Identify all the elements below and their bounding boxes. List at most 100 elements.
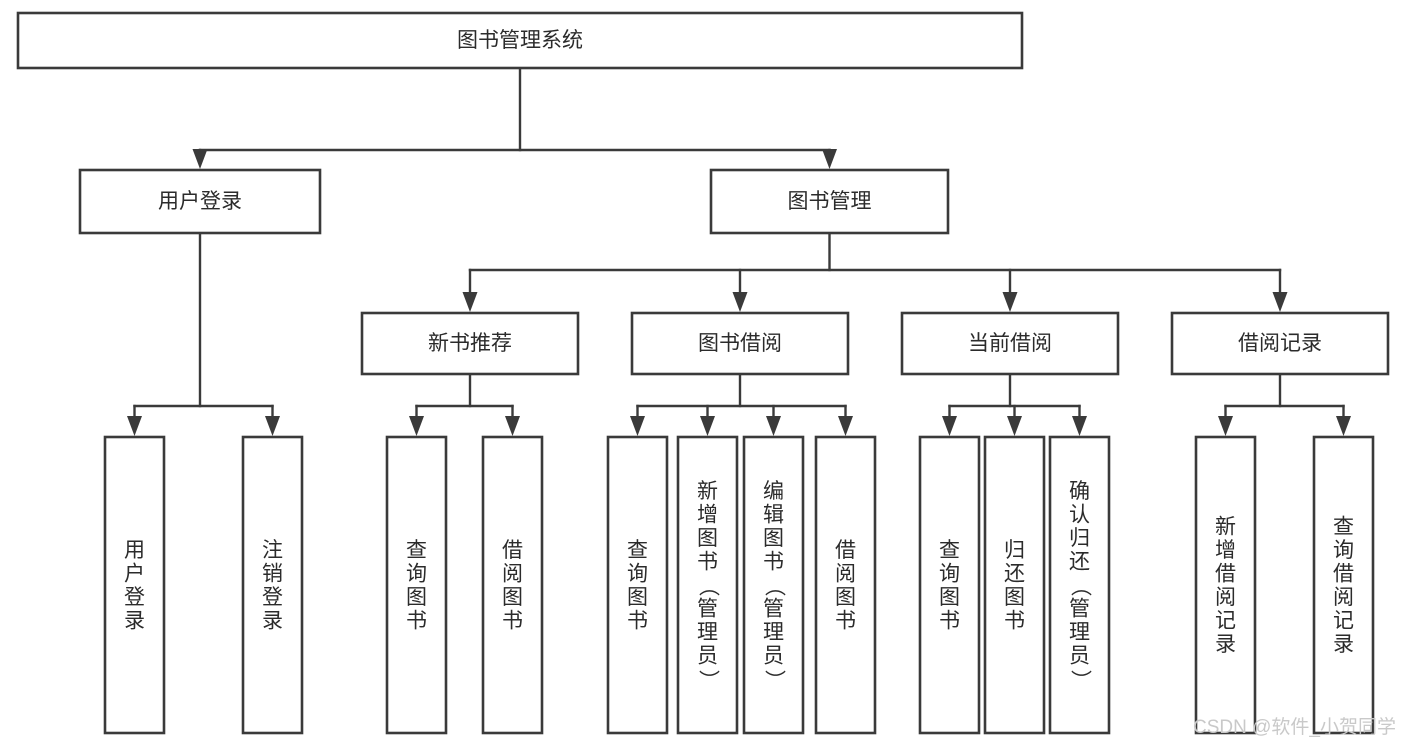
node-label-char: 询 xyxy=(1333,539,1354,562)
node-label-char: 阅 xyxy=(1215,586,1236,609)
node-label-char: 书 xyxy=(939,609,960,632)
node-label-char: 认 xyxy=(1069,504,1090,527)
node-label-char: 新 xyxy=(697,480,718,503)
node-box-leaf-query-book-1 xyxy=(385,435,448,735)
node-box-leaf-user-login xyxy=(103,435,166,735)
node-book-manage[interactable]: 图书管理 xyxy=(709,168,950,235)
node-label-char: 图 xyxy=(1004,586,1025,609)
node-label-char: 录 xyxy=(1215,633,1236,656)
node-box-borrow-record xyxy=(1170,311,1390,376)
node-label-char: 还 xyxy=(1069,551,1090,574)
node-box-leaf-edit-book xyxy=(742,435,805,735)
node-label-char: （ xyxy=(763,576,786,597)
arrow-head-icon xyxy=(838,416,853,436)
node-label-char: 管 xyxy=(1069,598,1090,621)
node-label-char: 录 xyxy=(1333,633,1354,656)
node-label-char: 阅 xyxy=(502,562,523,585)
csdn-watermark: CSDN @软件_小贺同学 xyxy=(1193,716,1396,738)
node-label-char: 图 xyxy=(763,527,784,550)
node-box-new-book-recommend xyxy=(360,311,580,376)
node-box-root xyxy=(16,11,1024,70)
node-label-char: 查 xyxy=(406,539,427,562)
node-box-leaf-query-book-2 xyxy=(606,435,669,735)
node-label-char: 书 xyxy=(1004,609,1025,632)
arrow-head-icon xyxy=(127,416,142,436)
node-label-char: 理 xyxy=(697,621,718,644)
arrow-head-icon xyxy=(1272,292,1288,312)
node-label-char: ） xyxy=(697,670,720,691)
node-label-char: 增 xyxy=(1215,539,1236,562)
node-label-char: 增 xyxy=(697,504,718,527)
node-label-char: 录 xyxy=(124,609,145,632)
node-label-char: 书 xyxy=(406,609,427,632)
node-borrow-record[interactable]: 借阅记录 xyxy=(1170,311,1390,376)
node-label-char: 查 xyxy=(939,539,960,562)
arrow-head-icon xyxy=(1218,416,1233,436)
node-label-char: 借 xyxy=(1215,562,1236,585)
node-label-char: 图 xyxy=(502,586,523,609)
node-user-login[interactable]: 用户登录 xyxy=(78,168,322,235)
node-current-borrow[interactable]: 当前借阅 xyxy=(900,311,1120,376)
node-label-char: 编 xyxy=(763,480,784,503)
arrow-head-icon xyxy=(1007,416,1022,436)
node-label-char: ） xyxy=(1069,670,1092,691)
node-box-leaf-query-book-3 xyxy=(918,435,981,735)
node-book-borrow[interactable]: 图书借阅 xyxy=(630,311,850,376)
node-label-user-login: 用户登录 xyxy=(158,190,242,213)
arrow-head-icon xyxy=(732,292,748,312)
node-label-current-borrow: 当前借阅 xyxy=(968,332,1052,355)
node-box-current-borrow xyxy=(900,311,1120,376)
node-box-leaf-return-book xyxy=(983,435,1046,735)
node-box-leaf-confirm-return xyxy=(1048,435,1111,735)
node-label-char: 查 xyxy=(627,539,648,562)
node-label-char: （ xyxy=(697,576,720,597)
arrow-head-icon xyxy=(1072,416,1087,436)
arrow-head-icon xyxy=(192,149,208,169)
node-label-char: 记 xyxy=(1333,609,1354,632)
node-label-char: 借 xyxy=(1333,562,1354,585)
node-label-char: 阅 xyxy=(835,562,856,585)
node-label-char: 书 xyxy=(627,609,648,632)
node-label-char: 书 xyxy=(763,551,784,574)
node-label-book-borrow: 图书借阅 xyxy=(698,332,782,355)
node-box-leaf-add-book xyxy=(676,435,739,735)
node-label-char: 查 xyxy=(1333,515,1354,538)
arrow-head-icon xyxy=(822,149,837,169)
node-box-leaf-add-record xyxy=(1194,435,1257,735)
node-label-char: 员 xyxy=(697,645,718,668)
arrow-head-icon xyxy=(1336,416,1351,436)
arrow-head-icon xyxy=(505,416,520,436)
node-label-new-book-recommend: 新书推荐 xyxy=(428,332,512,355)
node-box-user-login xyxy=(78,168,322,235)
node-box-leaf-borrow-book-2 xyxy=(814,435,877,735)
arrow-head-icon xyxy=(700,416,715,436)
node-label-char: 理 xyxy=(1069,621,1090,644)
node-label-char: 询 xyxy=(939,562,960,585)
node-leaf-user-login[interactable]: 用户登录 xyxy=(103,435,166,735)
node-root[interactable]: 图书管理系统 xyxy=(16,11,1024,70)
arrow-head-icon xyxy=(462,292,478,312)
node-new-book-recommend[interactable]: 新书推荐 xyxy=(360,311,580,376)
node-label-char: 录 xyxy=(262,609,283,632)
node-label-char: 归 xyxy=(1004,539,1025,562)
node-label-char: 新 xyxy=(1215,515,1236,538)
node-label-char: 询 xyxy=(406,562,427,585)
node-label-char: 图 xyxy=(697,527,718,550)
node-label-char: 登 xyxy=(262,586,283,609)
arrow-head-icon xyxy=(1002,292,1018,312)
node-box-book-manage xyxy=(709,168,950,235)
